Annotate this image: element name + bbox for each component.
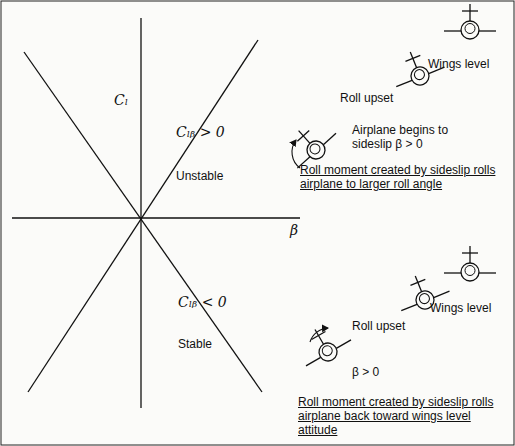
state-label: Wings level (428, 58, 489, 72)
slope-label: Cₗᵦ > 0 (176, 124, 225, 140)
state-label: Wings level (430, 302, 491, 316)
axis-label: β (290, 222, 298, 238)
region-label: Unstable (176, 170, 223, 184)
beta-axis (12, 217, 300, 218)
airplane-icon (444, 246, 496, 281)
state-label: Roll upset (352, 320, 405, 334)
axis-label: Cₗ (114, 92, 128, 108)
state-label: Roll upset (340, 92, 393, 106)
caption-note: Roll moment created by sideslip rolls ai… (298, 396, 510, 437)
state-label: Airplane begins to sideslip β > 0 (352, 124, 472, 152)
unstable-line (28, 40, 258, 392)
airplane-icon (444, 4, 496, 39)
airplane-icon (292, 316, 355, 372)
region-label: Stable (178, 338, 212, 352)
cl-axis (140, 18, 141, 408)
roll-arrow (310, 328, 328, 342)
roll-arrow (292, 140, 300, 168)
state-label: β > 0 (352, 366, 379, 380)
caption-note: Roll moment created by sideslip rolls ai… (300, 164, 510, 192)
stable-line (24, 52, 262, 392)
slope-label: Cₗᵦ < 0 (178, 294, 227, 310)
